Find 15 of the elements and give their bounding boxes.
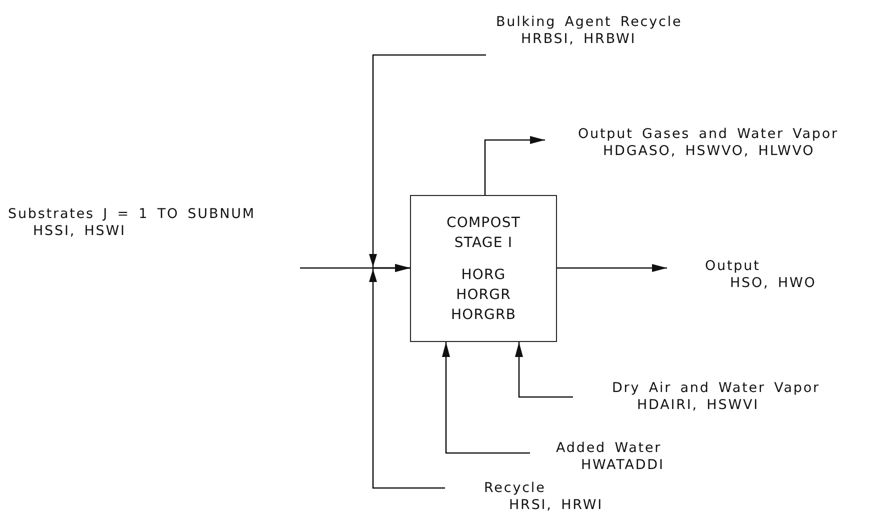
process-title: COMPOST STAGE I <box>446 214 522 252</box>
arrow <box>369 264 445 489</box>
stream-label: Recycle HRSI, HRWI <box>445 480 605 516</box>
arrow <box>515 342 573 398</box>
arrow <box>557 264 667 272</box>
stream-label: Bulking Agent Recycle HRBSI, HRBWI <box>486 14 766 58</box>
arrow <box>484 136 545 195</box>
stream-label: Added Water HWATADDI <box>530 440 700 476</box>
stream-label: Output Gases and Water Vapor HDGASO, HSWVO, HLWVO <box>545 126 890 162</box>
stream-label: Substrates J = 1 TO SUBNUM HSSI, HSWI <box>8 206 318 268</box>
process-box <box>410 195 557 342</box>
stream-label: Output HSO, HWO <box>667 258 827 294</box>
stream-label: Dry Air and Water Vapor HDAIRI, HSWVI <box>573 380 888 416</box>
variable-list: HORG HORGR HORGRB <box>448 264 518 324</box>
arrow <box>442 342 530 454</box>
